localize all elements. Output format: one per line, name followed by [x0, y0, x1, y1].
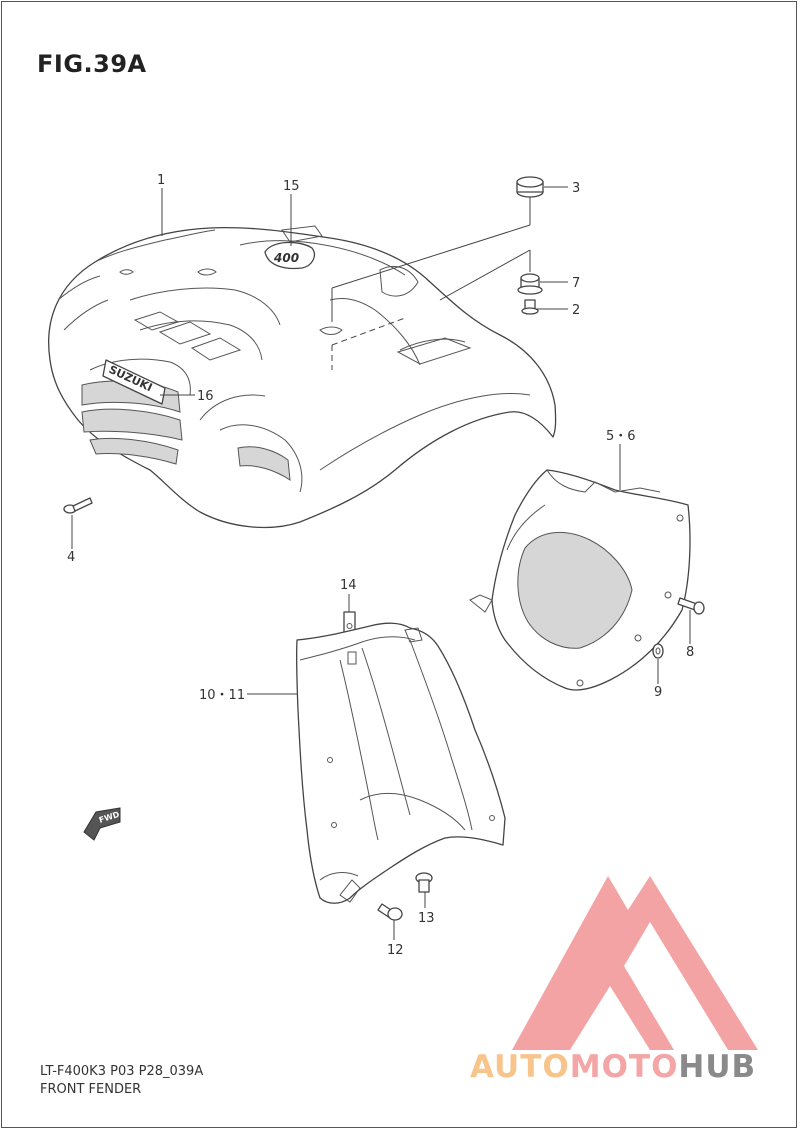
bolt-part-2 [521, 299, 539, 315]
callout-9: 9 [654, 685, 662, 700]
callout-2: 2 [572, 303, 580, 318]
emblem-400-text: 400 [273, 251, 299, 265]
callout-12: 12 [387, 943, 404, 958]
pin-part-13 [415, 872, 433, 893]
forward-direction-arrow: FWD [83, 807, 121, 841]
diagram-footer: LT-F400K3 P03 P28_039A FRONT FENDER [40, 1063, 203, 1099]
watermark-hub: HUB [678, 1049, 757, 1085]
callout-labels: 1 15 3 7 2 16 4 5・6 14 10・11 8 9 13 12 [67, 173, 694, 958]
callout-1: 1 [157, 173, 165, 188]
callout-5-6: 5・6 [606, 429, 636, 444]
figure-title: FIG.39A [37, 50, 147, 78]
callout-13: 13 [418, 911, 435, 926]
model-code: LT-F400K3 P03 P28_039A [40, 1064, 204, 1079]
bolt-part-12 [377, 903, 403, 921]
mud-guard-part-5-6 [469, 469, 691, 691]
watermark-moto: MOTO [569, 1049, 679, 1085]
inner-fender-part-10-11 [295, 622, 506, 904]
callout-10-11: 10・11 [199, 688, 245, 703]
watermark-logo [512, 876, 758, 1050]
emblem-400: 400 [264, 225, 323, 270]
bolt-part-8 [677, 597, 705, 615]
callout-3: 3 [572, 181, 580, 196]
watermark-text: AUTOMOTOHUB [470, 1049, 756, 1085]
screw-part-4 [63, 497, 93, 514]
washer-part-9 [652, 643, 664, 659]
watermark-auto: AUTO [470, 1049, 570, 1085]
collar-part-7 [517, 273, 543, 295]
leader-lines [71, 186, 691, 940]
callout-15: 15 [283, 179, 300, 194]
callout-14: 14 [340, 578, 357, 593]
callout-7: 7 [572, 276, 580, 291]
callout-4: 4 [67, 550, 75, 565]
section-name: FRONT FENDER [40, 1082, 142, 1097]
front-fender-body [48, 226, 557, 529]
callout-8: 8 [686, 645, 694, 660]
callout-16: 16 [197, 389, 214, 404]
cushion-part-3 [516, 176, 544, 198]
